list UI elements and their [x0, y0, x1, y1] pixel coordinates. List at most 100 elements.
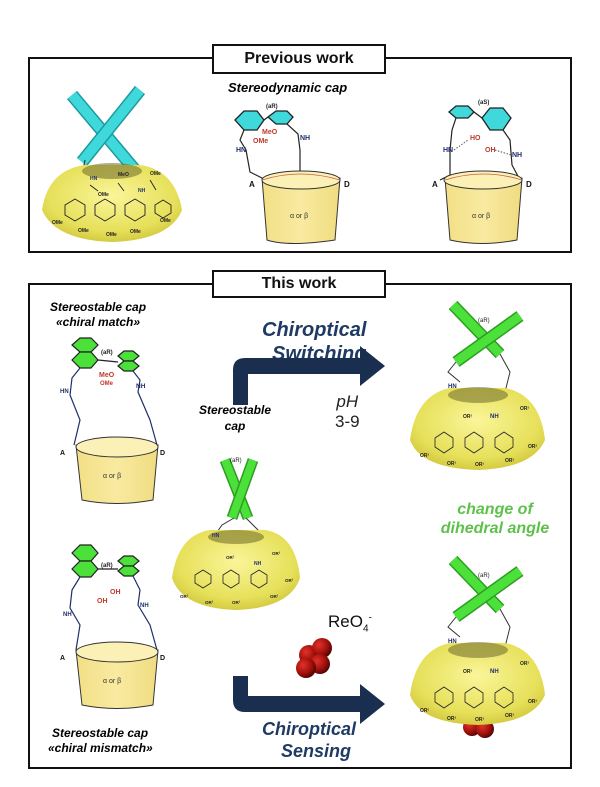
chiral-match-title-line1: Stereostable cap [50, 300, 147, 314]
switching-line1: Chiroptical [262, 319, 367, 341]
svg-text:OR¹: OR¹ [205, 600, 214, 605]
svg-text:α or β: α or β [290, 213, 308, 220]
svg-text:A: A [432, 180, 438, 189]
svg-text:OMe: OMe [130, 229, 141, 235]
svg-text:OR¹: OR¹ [180, 594, 189, 599]
dihedral-change-label: change of dihedral angle [430, 500, 560, 538]
svg-text:α or β: α or β [103, 473, 121, 480]
svg-text:OMe: OMe [98, 192, 109, 198]
chiral-mismatch-title-line1: Stereostable cap [52, 726, 149, 740]
svg-text:NH: NH [512, 152, 522, 159]
svg-text:OR¹: OR¹ [226, 555, 235, 560]
svg-text:NH: NH [138, 188, 146, 194]
dihedral-line1: change of [457, 501, 533, 518]
svg-text:OR¹: OR¹ [528, 444, 538, 450]
sensing-line2: Sensing [281, 741, 352, 761]
chiral-mismatch-cap: (aR) OH OH NH NH A D α or β [60, 544, 165, 709]
svg-text:HN: HN [448, 384, 457, 390]
svg-text:OR¹: OR¹ [475, 462, 485, 468]
switched-cd-green-cap: (aR) OR¹ OR¹ OR¹ OR¹ OR¹ OR¹ OR¹ HN NH [410, 300, 545, 470]
svg-text:α or β: α or β [103, 678, 121, 685]
svg-text:OR¹: OR¹ [463, 414, 473, 420]
stereostable-line1: Stereostable [198, 403, 272, 417]
stereodynamic-as-cap: (aS) HO OH HN NH A D α or β [432, 100, 532, 244]
svg-text:NH: NH [300, 135, 310, 142]
svg-text:NH: NH [490, 414, 499, 420]
svg-text:NH: NH [254, 561, 262, 567]
anion-subscript: 4 [362, 623, 369, 635]
svg-text:(aS): (aS) [478, 100, 489, 106]
stereodynamic-ar-cap: (aR) MeO OMe HN NH A D α or β [234, 104, 350, 244]
svg-text:OR¹: OR¹ [285, 578, 294, 583]
svg-text:OR¹: OR¹ [420, 453, 430, 459]
ph-range-label: pH 3-9 [335, 392, 360, 432]
chiral-mismatch-title-line2: «chiral mismatch» [48, 741, 153, 755]
ph-range: 3-9 [335, 412, 360, 431]
svg-text:HN: HN [90, 176, 98, 182]
svg-text:OR¹: OR¹ [447, 461, 457, 467]
svg-text:OMe: OMe [106, 232, 117, 238]
svg-text:OMe: OMe [160, 218, 171, 224]
chiral-match-title-line2: «chiral match» [56, 315, 141, 329]
svg-text:HN: HN [212, 533, 220, 539]
svg-text:OR¹: OR¹ [420, 708, 430, 714]
perrhenate-anion-model [296, 638, 332, 678]
perrhenate-anion-label: ReO4- [328, 612, 372, 634]
stereostable-cap-center-label: Stereostable cap [190, 402, 280, 434]
anion-superscript: - [368, 612, 372, 624]
svg-text:OH: OH [110, 589, 121, 596]
svg-text:A: A [249, 180, 255, 189]
this-work-title: This work [212, 270, 386, 298]
svg-text:OR¹: OR¹ [475, 717, 485, 723]
svg-text:OMe: OMe [100, 381, 114, 387]
switching-arrow [233, 346, 385, 405]
svg-text:MeO: MeO [262, 129, 278, 136]
stereodynamic-cap-label: Stereodynamic cap [228, 80, 348, 95]
svg-text:α or β: α or β [472, 213, 490, 220]
svg-text:HN: HN [448, 639, 457, 645]
svg-text:NH: NH [490, 669, 499, 675]
svg-text:OR¹: OR¹ [272, 551, 281, 556]
svg-text:(aR): (aR) [101, 563, 113, 569]
svg-text:(aR): (aR) [478, 573, 490, 579]
svg-text:A: A [60, 655, 65, 662]
anion-base: ReO [328, 612, 363, 631]
svg-text:OR¹: OR¹ [447, 716, 457, 722]
svg-text:(aR): (aR) [101, 350, 113, 356]
previous-work-title: Previous work [212, 44, 386, 74]
svg-text:NH: NH [140, 603, 149, 609]
svg-text:(aR): (aR) [478, 318, 490, 324]
svg-text:D: D [526, 180, 532, 189]
svg-text:OMe: OMe [78, 228, 89, 234]
ph-label: pH [336, 392, 359, 411]
svg-text:HN: HN [60, 389, 69, 395]
sensing-cd-green-cap: (aR) OR¹ OR¹ OR¹ OR¹ OR¹ OR¹ OR¹ HN NH [410, 555, 545, 738]
svg-text:OR¹: OR¹ [270, 594, 279, 599]
svg-text:OR¹: OR¹ [520, 661, 530, 667]
chiral-match-cap: (aR) MeO OMe HN NH A D α or β [60, 337, 165, 504]
svg-text:HO: HO [470, 135, 481, 142]
svg-text:OR¹: OR¹ [505, 713, 515, 719]
sensing-line1: Chiroptical [262, 719, 357, 739]
svg-text:MeO: MeO [118, 172, 129, 178]
svg-text:HN: HN [443, 147, 453, 154]
svg-text:MeO: MeO [99, 372, 115, 379]
svg-text:A: A [60, 450, 65, 457]
svg-text:OR¹: OR¹ [232, 600, 241, 605]
svg-text:NH: NH [63, 612, 72, 618]
center-cd-green-cap: (aR) OR¹ OR¹ OR¹ OR¹ OR¹ OR¹ OR¹ HN NH [172, 457, 300, 610]
chiroptical-sensing-label: Chiroptical Sensing [262, 718, 356, 762]
svg-text:D: D [160, 450, 165, 457]
svg-text:OR¹: OR¹ [505, 458, 515, 464]
sensing-arrow [233, 676, 385, 724]
svg-text:OMe: OMe [52, 220, 63, 226]
dihedral-line2: dihedral angle [440, 520, 550, 537]
svg-text:D: D [344, 180, 350, 189]
svg-text:OMe: OMe [150, 171, 161, 177]
svg-text:OH: OH [485, 147, 496, 154]
svg-text:NH: NH [136, 383, 146, 390]
svg-text:HN: HN [236, 147, 246, 154]
permethyl-cd-cyan-cap: OMe OMe OMe OMe OMe OMe OMe MeO HN NH [42, 85, 182, 242]
